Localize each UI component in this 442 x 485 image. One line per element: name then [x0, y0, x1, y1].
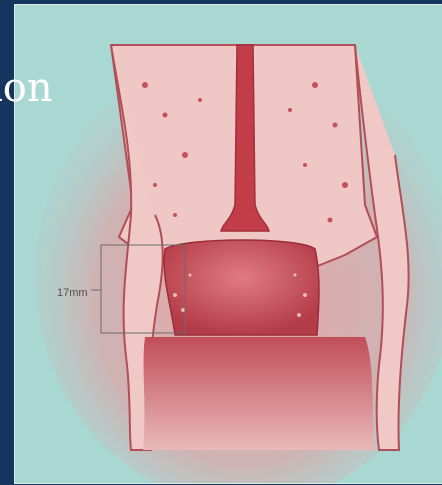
- anatomy-illustration-icon: [15, 5, 442, 483]
- anatomical-figure: 17mm: [14, 4, 442, 484]
- measurement-label: 17mm: [57, 287, 88, 299]
- slide-title: ion: [0, 64, 53, 112]
